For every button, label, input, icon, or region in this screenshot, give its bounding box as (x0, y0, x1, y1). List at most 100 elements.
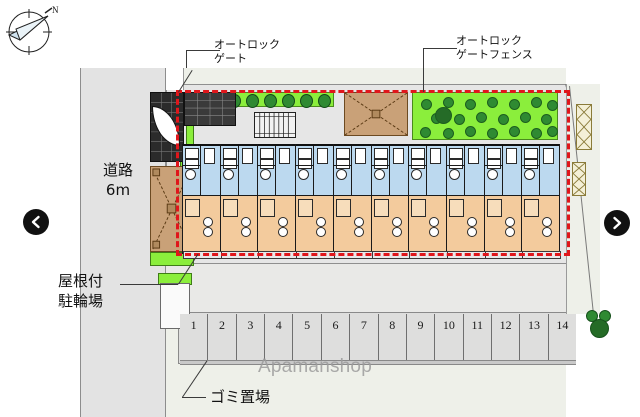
parking-stall: 13 (520, 314, 549, 362)
unit-fixture (391, 226, 402, 237)
site-corner-notch (166, 68, 184, 90)
unit-fixture (448, 159, 463, 169)
unit-fixture (466, 216, 477, 227)
unit-exterior-wall (371, 144, 409, 146)
unit-partition (220, 194, 258, 196)
shrub-icon (264, 94, 277, 108)
unit-partition (200, 145, 201, 195)
unit-fixture (504, 226, 515, 237)
unit-fixture (448, 148, 463, 159)
shrub-icon (509, 99, 520, 110)
unit-fixture (204, 148, 215, 164)
shrub-icon (531, 128, 542, 139)
unit-partition (388, 145, 390, 195)
parking-stall: 11 (463, 314, 492, 362)
unit-wet-area (220, 144, 258, 196)
unit-wet-area (333, 144, 371, 196)
parking-stall: 4 (265, 314, 294, 362)
unit-fixture (241, 148, 253, 164)
stairwell-block (254, 112, 296, 138)
parking-stall: 7 (350, 314, 379, 362)
label-bicycle-line1: 屋根付 (58, 272, 104, 290)
unit-living-area (258, 194, 298, 259)
unit-fixture (298, 159, 313, 169)
label-bicycle-line2: 駐輪場 (58, 291, 104, 310)
unit-fixture (203, 216, 213, 227)
unit-fixture (467, 148, 479, 164)
parking-stall-number: 6 (332, 318, 339, 332)
unit-fixture (542, 216, 553, 227)
unit-fixture (504, 216, 515, 227)
watermark: Apamanshop (258, 356, 372, 377)
unit-fixture (335, 159, 350, 169)
unit-partition (409, 194, 446, 196)
unit-partition (333, 194, 371, 196)
unit-fixture (524, 148, 539, 159)
shrub-icon (443, 97, 454, 108)
unit-fixture (278, 226, 289, 237)
apartment-unit (522, 144, 562, 259)
apartment-unit (446, 144, 486, 259)
parking-stall: 2 (208, 314, 237, 362)
unit-partition (333, 165, 351, 166)
unit-fixture (353, 226, 364, 237)
unit-fixture (429, 226, 440, 237)
previous-image-button[interactable] (23, 209, 49, 235)
label-road: 道路 6m (88, 161, 148, 200)
shrub-icon (487, 128, 498, 139)
leader-line-gate-vert (186, 50, 187, 68)
parking-stall-number: 8 (389, 318, 396, 332)
unit-fixture (524, 169, 536, 180)
parking-stall: 12 (491, 314, 521, 362)
label-auto-lock-gate-fence: オートロック ゲートフェンス (456, 34, 533, 62)
unit-exterior-wall (484, 144, 522, 146)
unit-living-area (522, 194, 562, 259)
shrub-icon (541, 114, 552, 125)
unit-fixture (185, 169, 196, 180)
apartment-unit (409, 144, 448, 259)
unit-fixture (354, 148, 366, 164)
apartment-unit (296, 144, 335, 259)
unit-fixture (543, 148, 555, 164)
shrub-icon (465, 99, 476, 110)
unit-partition (296, 165, 314, 166)
unit-fixture (240, 226, 251, 237)
unit-partition (426, 145, 428, 195)
parking-stall-number: 14 (556, 318, 569, 332)
parking-stall-number: 7 (360, 318, 367, 332)
shrub-icon (420, 127, 431, 138)
label-gate-fence-line1: オートロック (456, 34, 522, 47)
shrub-icon (300, 94, 313, 108)
unit-closet (298, 198, 314, 217)
label-auto-lock-gate-line2: ゲート (214, 51, 247, 65)
unit-fixture (373, 159, 388, 169)
unit-fixture (335, 148, 350, 159)
unit-fixture (486, 148, 501, 159)
unit-fixture (373, 169, 385, 180)
next-image-button[interactable] (604, 210, 630, 236)
gate-fence-panel (572, 162, 586, 196)
unit-fixture (260, 148, 275, 159)
north-compass-rose: N (4, 4, 60, 58)
unit-fixture (260, 159, 275, 169)
leader-line-fence-vert (423, 48, 424, 92)
parking-stall-number: 2 (219, 318, 226, 332)
shrub-icon (282, 94, 295, 108)
unit-closet (524, 198, 540, 217)
shrub-icon (318, 94, 331, 108)
unit-fixture (429, 216, 440, 227)
tree-icon (590, 319, 609, 338)
unit-fixture (486, 169, 498, 180)
unit-closet (222, 198, 238, 217)
unit-fixture (524, 159, 539, 169)
parking-stall: 10 (435, 314, 464, 362)
unit-closet (335, 198, 351, 217)
parking-stall-number: 4 (275, 318, 282, 332)
unit-fixture (335, 169, 347, 180)
tree-icon (435, 107, 452, 124)
unit-fixture (278, 216, 289, 227)
leader-line-fence (423, 48, 457, 49)
label-covered-bicycle-parking: 屋根付 駐輪場 (58, 272, 103, 311)
